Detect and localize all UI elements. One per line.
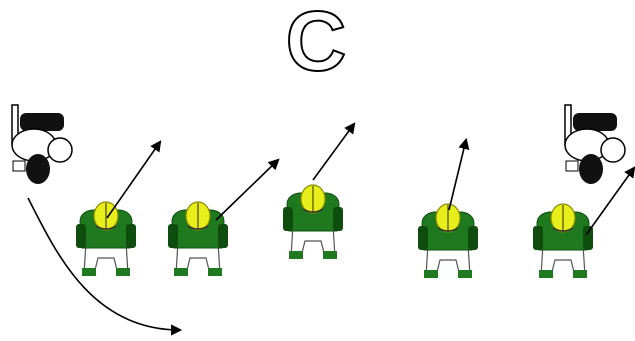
defender-left-icon xyxy=(11,104,73,184)
green-lineman-icon xyxy=(168,201,228,276)
green-center-icon xyxy=(283,184,343,259)
defender-right-icon xyxy=(564,104,626,184)
green-lineman-icon xyxy=(533,203,593,278)
player-3-route-arrow xyxy=(312,122,356,181)
green-lineman-icon xyxy=(76,201,136,276)
player-5-route-arrow xyxy=(585,166,635,236)
center-label: C xyxy=(286,0,347,88)
players-layer xyxy=(76,184,593,278)
player-4-route-arrow xyxy=(448,137,470,211)
green-lineman-icon xyxy=(418,203,478,278)
player-1-route-arrow xyxy=(106,140,162,219)
player-2-route-arrow xyxy=(215,158,280,221)
defender-left-route-arrow xyxy=(27,197,183,336)
